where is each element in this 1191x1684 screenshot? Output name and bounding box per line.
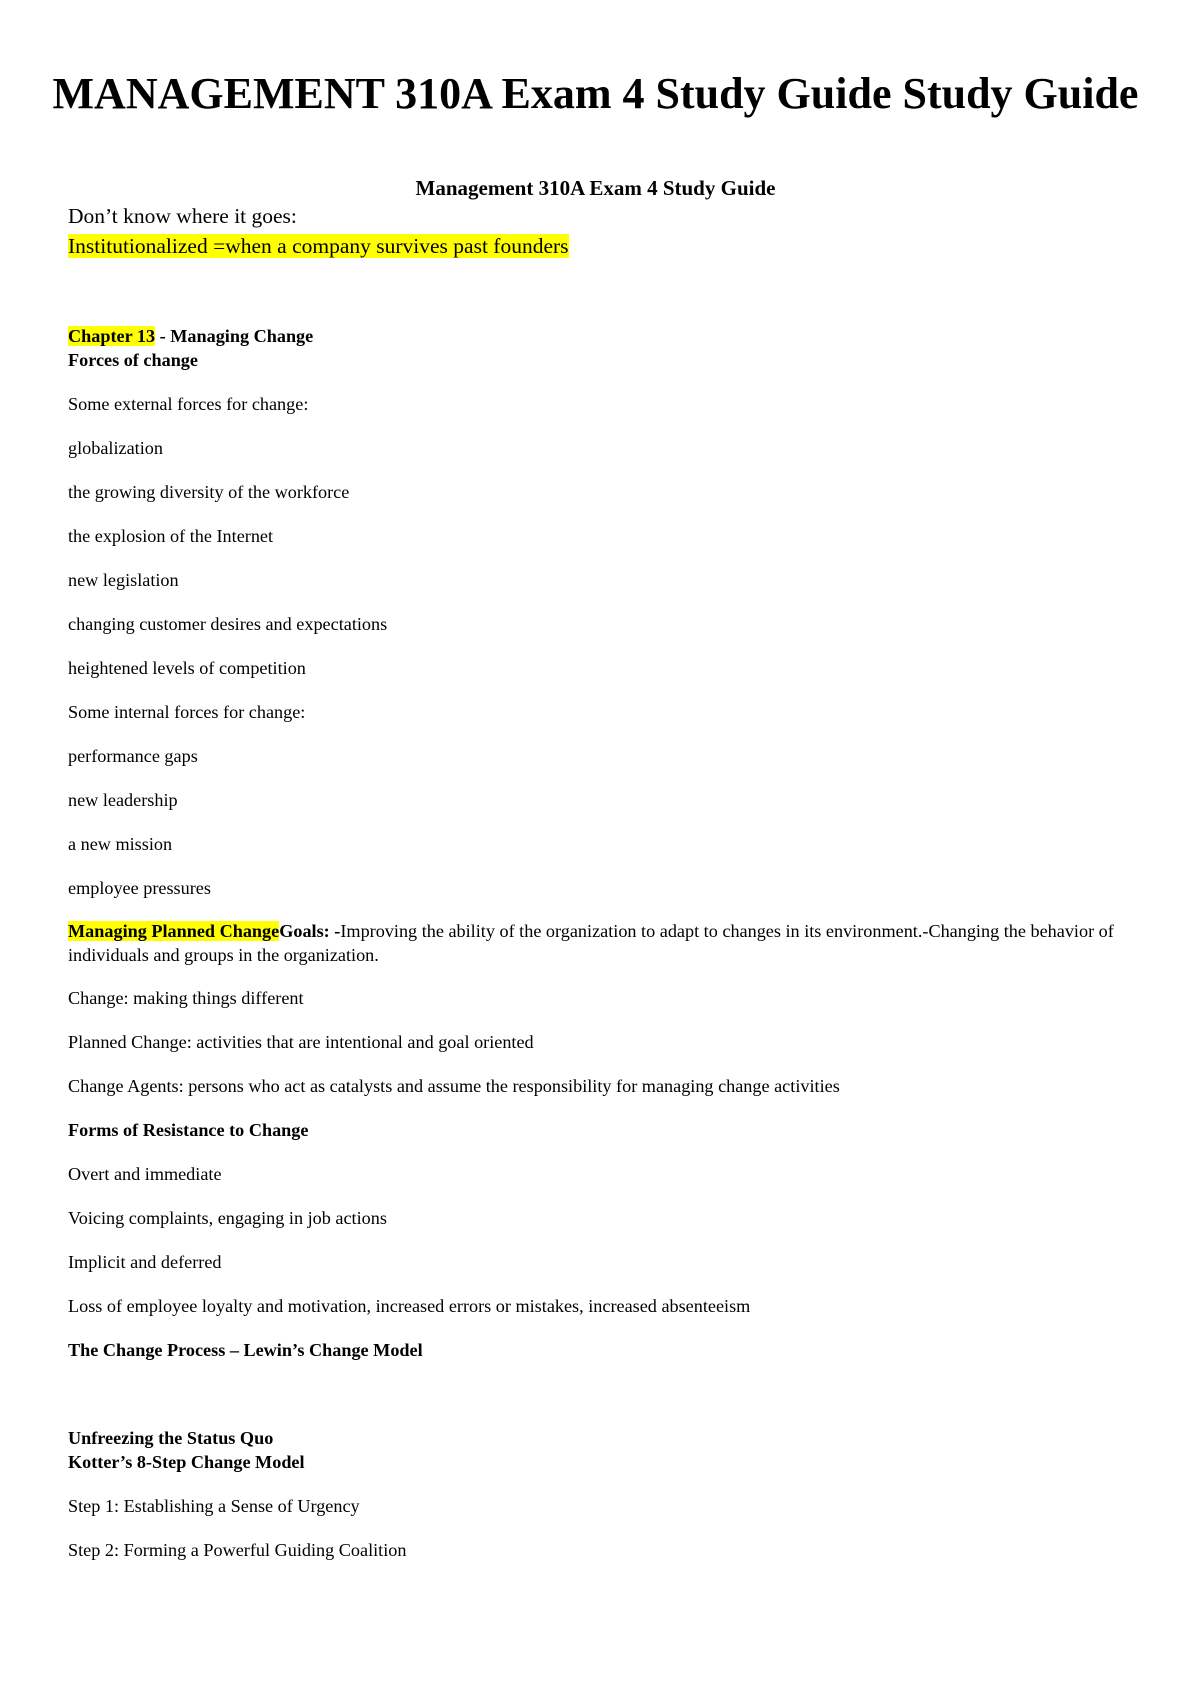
goals-label: Goals: - xyxy=(279,921,341,941)
resistance-heading: Forms of Resistance to Change xyxy=(68,1120,309,1140)
chapter-label: Chapter 13 xyxy=(68,326,156,346)
step-item: Step 1: Establishing a Sense of Urgency xyxy=(68,1496,360,1516)
highlighted-definition: Institutionalized =when a company surviv… xyxy=(68,234,569,258)
chapter-heading: Chapter 13 - Managing Change xyxy=(68,326,313,347)
list-item: Implicit and deferred xyxy=(68,1252,222,1272)
list-item: heightened levels of competition xyxy=(68,658,306,678)
definition-item: Change Agents: persons who act as cataly… xyxy=(68,1076,840,1096)
change-process-heading: The Change Process – Lewin’s Change Mode… xyxy=(68,1340,423,1360)
list-item: Overt and immediate xyxy=(68,1164,222,1184)
list-item: Voicing complaints, engaging in job acti… xyxy=(68,1208,387,1228)
list-item: new legislation xyxy=(68,570,179,590)
document-subtitle: Management 310A Exam 4 Study Guide xyxy=(415,176,776,200)
step-item: Step 2: Forming a Powerful Guiding Coali… xyxy=(68,1540,407,1560)
document-title: MANAGEMENT 310A Exam 4 Study Guide Study… xyxy=(52,69,1139,118)
unfreezing-heading: Unfreezing the Status Quo xyxy=(68,1428,274,1448)
list-item: changing customer desires and expectatio… xyxy=(68,614,388,634)
intro-definition: Institutionalized =when a company surviv… xyxy=(68,234,569,259)
list-item: globalization xyxy=(68,438,163,458)
list-item: Loss of employee loyalty and motivation,… xyxy=(68,1296,751,1316)
planned-change-label: Managing Planned Change xyxy=(68,921,280,941)
external-forces-heading: Some external forces for change: xyxy=(68,394,309,414)
list-item: employee pressures xyxy=(68,878,211,898)
chapter-title: - Managing Change xyxy=(155,326,314,346)
list-item: new leadership xyxy=(68,790,178,810)
definition-item: Change: making things different xyxy=(68,988,304,1008)
list-item: a new mission xyxy=(68,834,173,854)
planned-change-paragraph: Managing Planned ChangeGoals: -Improving… xyxy=(68,919,1123,967)
list-item: the growing diversity of the workforce xyxy=(68,482,350,502)
list-item: performance gaps xyxy=(68,746,198,766)
section-heading-forces: Forces of change xyxy=(68,350,198,370)
internal-forces-heading: Some internal forces for change: xyxy=(68,702,306,722)
definition-item: Planned Change: activities that are inte… xyxy=(68,1032,534,1052)
intro-line: Don’t know where it goes: xyxy=(68,204,297,228)
goals-text: Improving the ability of the organizatio… xyxy=(68,921,1114,965)
kotter-heading: Kotter’s 8-Step Change Model xyxy=(68,1452,305,1472)
list-item: the explosion of the Internet xyxy=(68,526,274,546)
